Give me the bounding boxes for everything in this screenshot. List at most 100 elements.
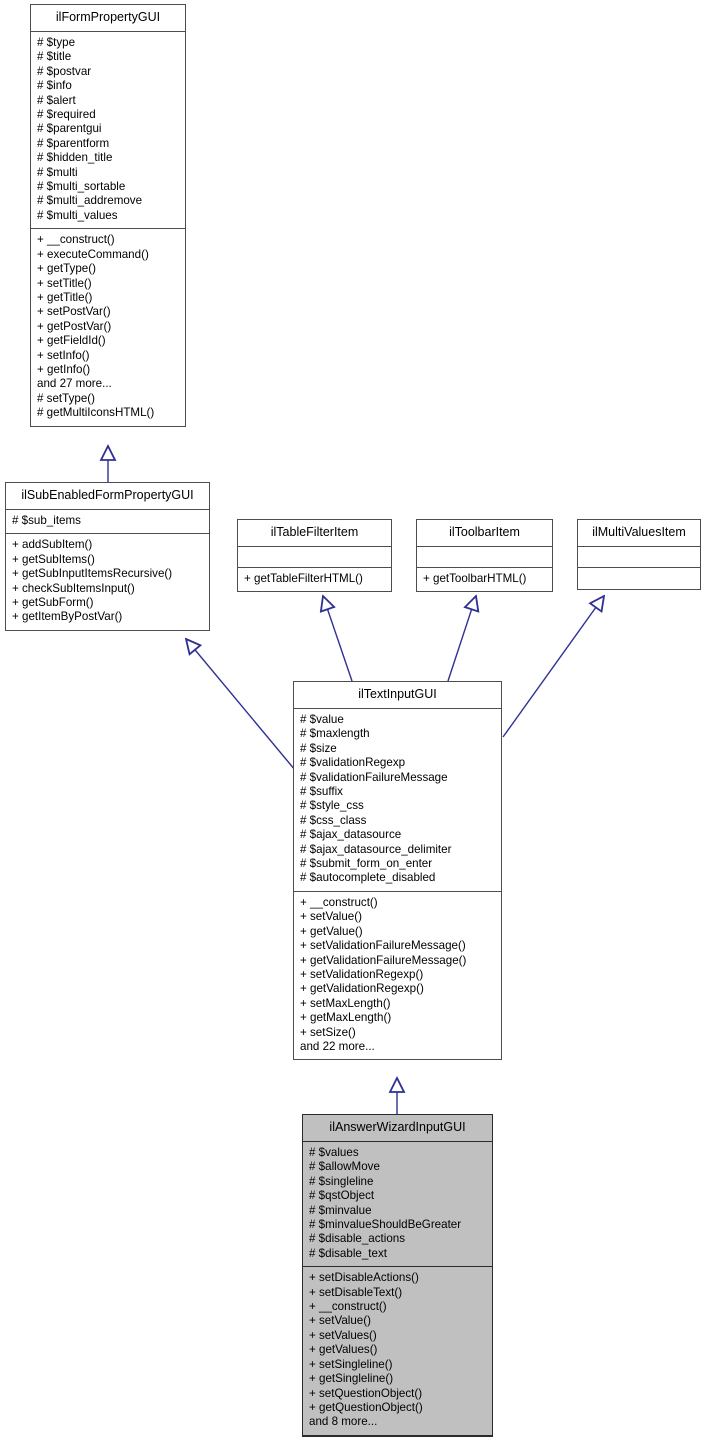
method-row: + setMaxLength() bbox=[300, 996, 391, 1010]
class-box-ilToolbarItem[interactable]: ilToolbarItem + getToolbarHTML() bbox=[416, 519, 553, 593]
edge-ilTextInputGUI-to-ilMultiValuesItem bbox=[502, 596, 604, 738]
method-row-more: and 27 more... bbox=[37, 377, 112, 391]
method-row: + getValue() bbox=[300, 924, 363, 938]
attribute-row: # $disable_text bbox=[309, 1246, 387, 1260]
attribute-row: # $multi_values bbox=[37, 208, 118, 222]
attribute-row: # $value bbox=[300, 713, 344, 726]
attribute-row: # $postvar bbox=[37, 64, 92, 78]
attribute-row: # $qstObject bbox=[309, 1189, 375, 1203]
methods-compartment: + getToolbarHTML() bbox=[417, 568, 552, 591]
method-row: + getSubItems() bbox=[12, 552, 95, 566]
method-row: + getSubInputItemsRecursive() bbox=[12, 567, 173, 581]
method-row: + __construct() bbox=[300, 895, 378, 909]
attributes-compartment: # $type # $title # $postvar # $info # $a… bbox=[31, 32, 185, 230]
class-box-ilFormPropertyGUI[interactable]: ilFormPropertyGUI # $type # $title # $po… bbox=[30, 4, 186, 427]
class-title-ilTextInputGUI: ilTextInputGUI bbox=[294, 682, 501, 709]
methods-compartment: + __construct() + setValue() + getValue(… bbox=[294, 892, 501, 1059]
methods-compartment bbox=[578, 568, 700, 589]
attribute-row: # $maxlength bbox=[300, 727, 370, 741]
edge-ilTextInputGUI-to-ilTableFilterItem bbox=[323, 596, 353, 682]
method-row: + getValues() bbox=[309, 1343, 378, 1357]
methods-compartment: + setDisableActions() + setDisableText()… bbox=[303, 1267, 492, 1436]
method-row: + setTitle() bbox=[37, 276, 92, 290]
class-title-ilMultiValuesItem: ilMultiValuesItem bbox=[578, 520, 700, 547]
attribute-row: # $submit_form_on_enter bbox=[300, 857, 433, 871]
attribute-row: # $title bbox=[37, 50, 72, 64]
edge-ilTextInputGUI-to-ilToolbarItem bbox=[447, 596, 476, 682]
method-row: + getValidationFailureMessage() bbox=[300, 953, 467, 967]
attribute-row: # $parentform bbox=[37, 136, 110, 150]
method-row: + getToolbarHTML() bbox=[423, 572, 527, 585]
class-box-ilSubEnabledFormPropertyGUI[interactable]: ilSubEnabledFormPropertyGUI # $sub_items… bbox=[5, 482, 210, 631]
class-box-ilAnswerWizardInputGUI[interactable]: ilAnswerWizardInputGUI # $values # $allo… bbox=[302, 1114, 493, 1437]
methods-compartment: + __construct() + executeCommand() + get… bbox=[31, 229, 185, 425]
class-box-ilTableFilterItem[interactable]: ilTableFilterItem + getTableFilterHTML() bbox=[237, 519, 392, 593]
attributes-compartment: # $values # $allowMove # $singleline # $… bbox=[303, 1142, 492, 1268]
attribute-row: # $validationRegexp bbox=[300, 756, 406, 770]
attribute-row: # $alert bbox=[37, 93, 76, 107]
method-row: + setValidationRegexp() bbox=[300, 967, 424, 981]
attributes-compartment: # $value # $maxlength # $size # $validat… bbox=[294, 709, 501, 892]
attribute-row: # $hidden_title bbox=[37, 151, 113, 165]
class-title-ilFormPropertyGUI: ilFormPropertyGUI bbox=[31, 5, 185, 32]
class-title-ilAnswerWizardInputGUI: ilAnswerWizardInputGUI bbox=[303, 1115, 492, 1142]
attribute-row: # $autocomplete_disabled bbox=[300, 871, 436, 885]
method-row: + setDisableText() bbox=[309, 1285, 403, 1299]
method-row: + setValidationFailureMessage() bbox=[300, 939, 466, 953]
method-row: + setValues() bbox=[309, 1328, 377, 1342]
method-row: + getType() bbox=[37, 262, 96, 276]
method-row: + setInfo() bbox=[37, 348, 90, 362]
attribute-row: # $style_css bbox=[300, 799, 364, 813]
class-box-ilTextInputGUI[interactable]: ilTextInputGUI # $value # $maxlength # $… bbox=[293, 681, 502, 1061]
method-row: + __construct() bbox=[37, 233, 115, 247]
method-row: + getQuestionObject() bbox=[309, 1400, 423, 1414]
method-row: + setValue() bbox=[300, 910, 362, 924]
attribute-row: # $disable_actions bbox=[309, 1232, 406, 1246]
attribute-row: # $multi_addremove bbox=[37, 194, 143, 208]
method-row: + getItemByPostVar() bbox=[12, 610, 123, 624]
method-row: + setDisableActions() bbox=[309, 1271, 419, 1285]
method-row: + executeCommand() bbox=[37, 247, 149, 261]
attribute-row: # $allowMove bbox=[309, 1160, 380, 1174]
method-row: + getTableFilterHTML() bbox=[244, 572, 363, 585]
method-row: + addSubItem() bbox=[12, 538, 93, 552]
attribute-row: # $minvalueShouldBeGreater bbox=[309, 1218, 462, 1232]
attribute-row: # $ajax_datasource_delimiter bbox=[300, 842, 452, 856]
method-row: + getValidationRegexp() bbox=[300, 982, 424, 996]
method-row: + getSubForm() bbox=[12, 596, 94, 610]
attribute-row: # $validationFailureMessage bbox=[300, 770, 448, 784]
attribute-row: # $css_class bbox=[300, 813, 367, 827]
method-row: # getMultiIconsHTML() bbox=[37, 406, 155, 420]
attributes-compartment bbox=[417, 547, 552, 568]
edge-ilTextInputGUI-to-ilSubEnabledFormPropertyGUI bbox=[186, 639, 296, 771]
class-title-ilTableFilterItem: ilTableFilterItem bbox=[238, 520, 391, 547]
method-row: + __construct() bbox=[309, 1300, 387, 1314]
method-row: + getFieldId() bbox=[37, 334, 106, 348]
method-row-more: and 8 more... bbox=[309, 1415, 378, 1429]
class-box-ilMultiValuesItem[interactable]: ilMultiValuesItem bbox=[577, 519, 701, 590]
method-row: + setSize() bbox=[300, 1025, 356, 1039]
methods-compartment: + addSubItem() + getSubItems() + getSubI… bbox=[6, 534, 209, 629]
attributes-compartment bbox=[238, 547, 391, 568]
attribute-row: # $singleline bbox=[309, 1174, 374, 1188]
attribute-row: # $multi_sortable bbox=[37, 180, 126, 194]
methods-compartment: + getTableFilterHTML() bbox=[238, 568, 391, 591]
attribute-row: # $sub_items bbox=[12, 514, 81, 527]
method-row: + checkSubItemsInput() bbox=[12, 581, 135, 595]
method-row: + setSingleline() bbox=[309, 1357, 393, 1371]
method-row-more: and 22 more... bbox=[300, 1039, 375, 1053]
attribute-row: # $values bbox=[309, 1146, 359, 1159]
attribute-row: # $type bbox=[37, 36, 76, 49]
method-row: + setValue() bbox=[309, 1314, 371, 1328]
method-row: + getInfo() bbox=[37, 362, 91, 376]
method-row: + getSingleline() bbox=[309, 1372, 394, 1386]
class-title-ilToolbarItem: ilToolbarItem bbox=[417, 520, 552, 547]
class-title-ilSubEnabledFormPropertyGUI: ilSubEnabledFormPropertyGUI bbox=[6, 483, 209, 510]
attribute-row: # $size bbox=[300, 741, 337, 755]
method-row: + getPostVar() bbox=[37, 319, 112, 333]
attribute-row: # $multi bbox=[37, 165, 78, 179]
attribute-row: # $parentgui bbox=[37, 122, 102, 136]
attribute-row: # $info bbox=[37, 79, 72, 93]
attributes-compartment bbox=[578, 547, 700, 568]
